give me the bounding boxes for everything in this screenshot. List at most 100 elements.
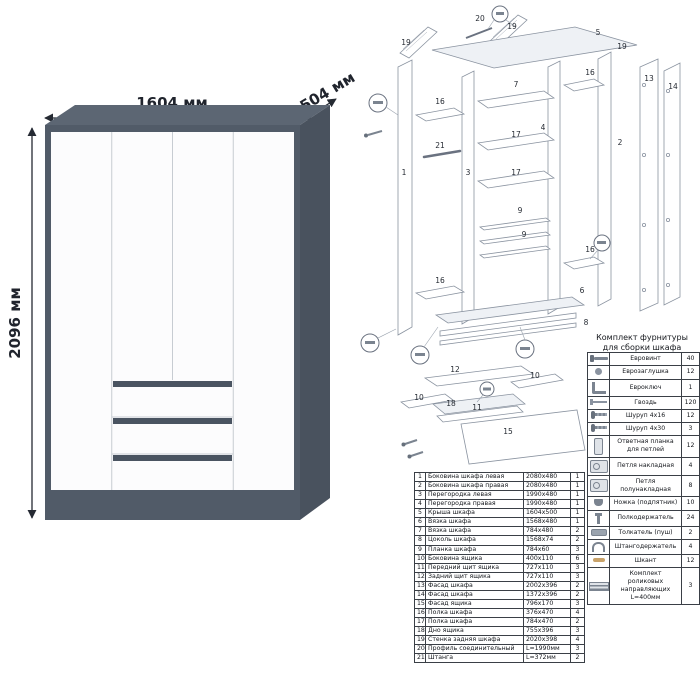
screw-detail-icon xyxy=(597,241,606,244)
callout: 5 xyxy=(596,28,601,37)
part-num: 9 xyxy=(414,544,426,555)
wooden-dowel-icon xyxy=(592,558,605,563)
part-size: 376x470 xyxy=(523,607,571,619)
hardware-name: Шкант xyxy=(609,554,682,569)
callout: 16 xyxy=(585,245,595,254)
drawer-handle xyxy=(113,455,232,461)
part-qty: 3 xyxy=(570,544,585,555)
part-name: Цоколь шкафа xyxy=(425,535,524,546)
hardware-name: Петля накладная xyxy=(609,456,682,476)
part-size: 784x480 xyxy=(523,526,571,537)
part-qty: 1 xyxy=(570,517,585,528)
part-size: L=372мм xyxy=(523,653,571,664)
callout: 16 xyxy=(435,276,445,285)
bottom-tie xyxy=(434,296,586,324)
height-dimension-label: 2096 мм xyxy=(6,287,24,359)
part-num: 13 xyxy=(414,580,426,591)
callout: 3 xyxy=(466,168,471,177)
shelf-support-icon xyxy=(595,512,602,524)
part-size: 727x110 xyxy=(523,562,571,573)
back-panel xyxy=(399,26,438,59)
part-name: Боковина ящика xyxy=(425,553,524,564)
euro-cap-icon xyxy=(595,368,602,376)
callout: 13 xyxy=(644,74,654,83)
drawer-handle xyxy=(113,381,232,387)
part-name: Фасад шкафа xyxy=(425,580,524,591)
part-size: 2080x480 xyxy=(523,481,571,492)
part-qty: 2 xyxy=(570,653,585,664)
hardware-icon-cell xyxy=(587,567,610,606)
half-overlay-hinge-icon xyxy=(589,479,608,493)
strip xyxy=(478,217,552,231)
confirmat-screw-icon xyxy=(589,354,608,362)
strip xyxy=(478,245,552,259)
hardware-kit-title: Комплект фурнитуры для сборки шкафа xyxy=(584,333,700,352)
part-qty: 3 xyxy=(570,598,585,609)
hardware-icon-cell xyxy=(587,408,610,423)
callout: 1 xyxy=(402,168,407,177)
callout: 2 xyxy=(618,138,623,147)
part-size: 400x110 xyxy=(523,553,571,564)
furniture-foot-icon xyxy=(594,498,603,506)
hardware-qty: 1 xyxy=(681,378,700,397)
screw-detail-icon xyxy=(415,353,425,356)
callout: 14 xyxy=(668,82,678,91)
callout: 12 xyxy=(450,365,460,374)
part-qty: 2 xyxy=(570,526,585,537)
hardware-qty: 12 xyxy=(681,365,700,380)
hardware-qty: 120 xyxy=(681,395,700,410)
callout: 4 xyxy=(541,123,546,132)
hinge-strike-plate-icon xyxy=(594,437,603,455)
part-name: Профиль соединительный xyxy=(425,644,524,655)
drawer-bottom-panel xyxy=(432,393,526,415)
drawer-facade xyxy=(460,409,586,465)
part-num: 1 xyxy=(414,471,426,483)
drawer-parts xyxy=(400,365,586,465)
hardware-qty: 2 xyxy=(681,525,700,541)
part-qty: 1 xyxy=(570,490,585,501)
drawer-side-panel xyxy=(510,373,564,389)
part-qty: 2 xyxy=(570,580,585,591)
part-name: Полка шкафа xyxy=(425,616,524,628)
hardware-name: Полкодержатель xyxy=(609,509,682,527)
part-size: 784x470 xyxy=(523,616,571,628)
hardware-icon-cell xyxy=(587,554,610,569)
part-size: 1568x74 xyxy=(523,535,571,546)
hardware-icon-cell xyxy=(587,434,610,458)
part-name: Штанга xyxy=(425,653,524,664)
part-qty: 6 xyxy=(570,553,585,564)
hardware-name: Штангодержатель xyxy=(609,539,682,556)
screw-4x16-icon xyxy=(590,410,607,419)
part-num: 4 xyxy=(414,499,426,510)
hardware-row: Толкатель (пуш)2 xyxy=(587,525,700,541)
hardware-kit-title-line2: для сборки шкафа xyxy=(602,342,682,352)
callout: 9 xyxy=(522,230,527,239)
hardware-name: Толкатель (пуш) xyxy=(609,525,682,541)
shelf xyxy=(562,256,606,270)
hardware-kit-title-line1: Комплект фурнитуры xyxy=(596,333,688,342)
part-qty: 2 xyxy=(570,616,585,628)
screw-detail-icon xyxy=(365,341,375,344)
part-qty: 1 xyxy=(570,499,585,510)
hardware-qty: 10 xyxy=(681,495,700,511)
hardware-qty: 24 xyxy=(681,509,700,527)
loose-screw-icon xyxy=(404,439,418,445)
part-num: 14 xyxy=(414,589,426,600)
right-side-panel xyxy=(597,51,612,307)
part-name: Боковина шкафа левая xyxy=(425,471,524,483)
part-name: Стенка задняя шкафа xyxy=(425,635,524,646)
wardrobe-side-face xyxy=(300,105,330,520)
part-num: 20 xyxy=(414,644,426,655)
drawer-back-panel xyxy=(423,365,535,387)
door-panel xyxy=(663,62,681,306)
